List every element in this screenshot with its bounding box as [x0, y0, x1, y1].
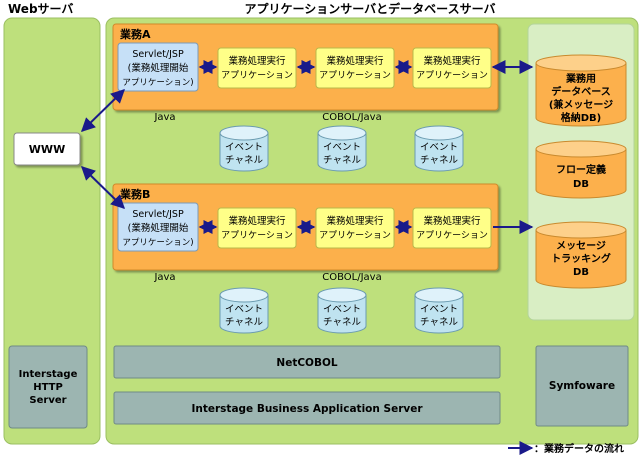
business-a-app-3: 業務処理実行 アプリケーション [412, 47, 492, 89]
event-channel-b1-line-1: イベント [225, 304, 263, 315]
business-a-servlet-box: Servlet/JSP (業務処理開始 アプリケーション) [117, 42, 199, 92]
business-db-line-1: 業務用 [565, 72, 596, 85]
event-channel-b3-line-2: チャネル [420, 317, 458, 328]
business-a-event-channel-2: イベント チャネル [317, 125, 367, 172]
message-tracking-database: メッセージ トラッキング DB [535, 221, 627, 289]
app-db-server-header: アプリケーションサーバとデータベースサーバ [245, 1, 496, 16]
event-channel-a1-line-1: イベント [225, 142, 263, 153]
business-a-app-1: 業務処理実行 アプリケーション [217, 47, 297, 89]
interstage-http-line-3: Server [29, 395, 66, 406]
business-db-line-2: データベース [551, 85, 611, 98]
symfoware-label: Symfoware [549, 380, 615, 392]
event-channel-a2-line-2: チャネル [323, 155, 361, 166]
business-a-app-3-line-2: アプリケーション [416, 70, 488, 81]
business-b-servlet-line-3: アプリケーション) [122, 238, 193, 248]
business-b-cobol-label: COBOL/Java [322, 272, 381, 283]
business-a-app-2-line-1: 業務処理実行 [326, 55, 384, 67]
business-b-app-1: 業務処理実行 アプリケーション [217, 207, 297, 249]
interstage-http-line-1: Interstage [19, 369, 78, 380]
www-to-business-b-arrow [80, 166, 126, 209]
flow-definition-database: フロー定義 DB [535, 140, 627, 199]
business-a-servlet-line-2: (業務処理開始 [128, 62, 189, 74]
business-b-app-2: 業務処理実行 アプリケーション [315, 207, 395, 249]
business-b-app-3-line-1: 業務処理実行 [423, 215, 481, 227]
business-b-app-2-line-1: 業務処理実行 [326, 215, 384, 227]
business-b-app-3: 業務処理実行 アプリケーション [412, 207, 492, 249]
interstage-http-server-box: Interstage HTTP Server [8, 345, 88, 429]
business-database: 業務用 データベース (兼メッセージ 格納DB) [535, 54, 627, 127]
business-db-line-4: 格納DB) [561, 111, 602, 124]
interstage-http-line-2: HTTP [33, 382, 63, 393]
business-a-java-label: Java [153, 112, 175, 123]
www-to-business-a-arrow [80, 89, 126, 132]
business-a-app-2: 業務処理実行 アプリケーション [315, 47, 395, 89]
legend-label: ：業務データの流れ [534, 442, 624, 455]
business-a-app-2-line-2: アプリケーション [319, 70, 391, 81]
business-b-event-channel-2: イベント チャネル [317, 287, 367, 334]
symfoware-box: Symfoware [535, 345, 629, 427]
business-a-app-1-line-1: 業務処理実行 [228, 55, 286, 67]
flow-db-line-1: フロー定義 [556, 163, 606, 176]
business-a-event-channel-3: イベント チャネル [414, 125, 464, 172]
business-b-servlet-line-1: Servlet/JSP [132, 209, 184, 220]
business-b-app-1-line-1: 業務処理実行 [228, 215, 286, 227]
flow-db-line-2: DB [573, 179, 589, 190]
business-a-event-channel-1: イベント チャネル [219, 125, 269, 172]
business-a-title: 業務A [119, 27, 151, 41]
business-a-servlet-line-3: アプリケーション) [122, 78, 193, 88]
netcobol-bar: NetCOBOL [113, 345, 501, 379]
message-db-line-1: メッセージ [556, 240, 606, 252]
business-a-app-3-line-1: 業務処理実行 [423, 55, 481, 67]
www-box: WWW [13, 132, 81, 166]
business-a-cobol-label: COBOL/Java [322, 112, 381, 123]
business-b-app-2-line-2: アプリケーション [319, 230, 391, 241]
message-db-line-3: DB [573, 267, 589, 278]
event-channel-b1-line-2: チャネル [225, 317, 263, 328]
business-b-app-3-line-2: アプリケーション [416, 230, 488, 241]
business-b-event-channel-3: イベント チャネル [414, 287, 464, 334]
event-channel-b2-line-2: チャネル [323, 317, 361, 328]
netcobol-label: NetCOBOL [276, 357, 337, 369]
event-channel-a1-line-2: チャネル [225, 155, 263, 166]
web-server-header: Webサーバ [8, 2, 73, 16]
business-db-line-3: (兼メッセージ [549, 98, 613, 111]
business-a-app-1-line-2: アプリケーション [221, 70, 293, 81]
business-b-app-1-line-2: アプリケーション [221, 230, 293, 241]
interstage-bas-label: Interstage Business Application Server [191, 403, 423, 415]
business-a-servlet-line-1: Servlet/JSP [132, 49, 184, 60]
event-channel-a3-line-2: チャネル [420, 155, 458, 166]
event-channel-a3-line-1: イベント [420, 142, 458, 153]
event-channel-b3-line-1: イベント [420, 304, 458, 315]
business-b-servlet-line-2: (業務処理開始 [128, 222, 189, 234]
event-channel-b2-line-1: イベント [323, 304, 361, 315]
business-b-java-label: Java [153, 272, 175, 283]
event-channel-a2-line-1: イベント [323, 142, 361, 153]
www-label: WWW [29, 143, 65, 156]
business-b-event-channel-1: イベント チャネル [219, 287, 269, 334]
interstage-bas-bar: Interstage Business Application Server [113, 391, 501, 425]
web-server-panel [3, 17, 101, 445]
message-db-line-2: トラッキング [551, 252, 611, 265]
business-b-title: 業務B [119, 187, 150, 201]
business-b-servlet-box: Servlet/JSP (業務処理開始 アプリケーション) [117, 202, 199, 252]
